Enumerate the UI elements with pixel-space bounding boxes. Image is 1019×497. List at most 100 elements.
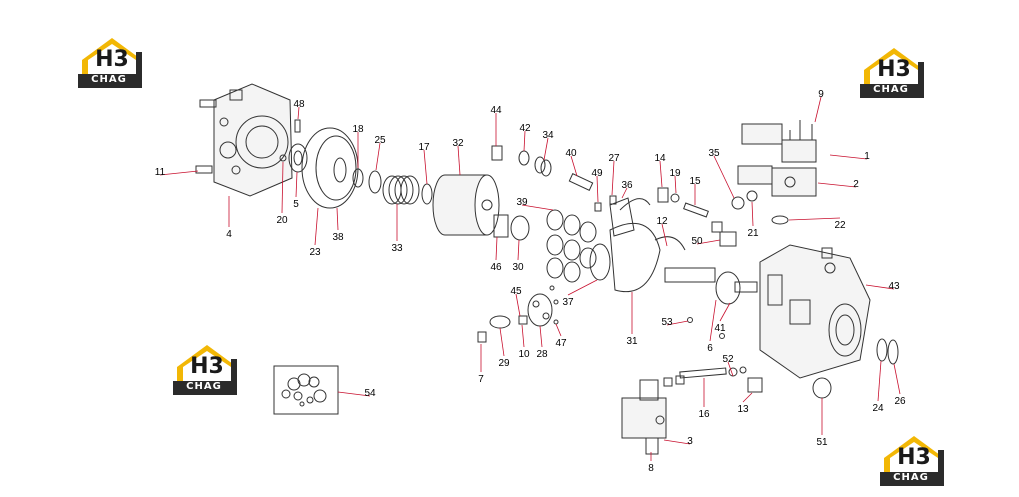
callout-leader-10 (521, 324, 525, 348)
callout-label-42: 42 (519, 123, 531, 134)
callout-label-20: 20 (276, 215, 288, 226)
callout-label-9: 9 (818, 89, 824, 100)
part-rear-cover (195, 83, 293, 197)
brand-logo-top-right: H3 CHAG (860, 44, 928, 100)
callout-leader-32 (457, 145, 461, 176)
callout-label-54: 54 (364, 388, 376, 399)
callout-leader-26 (893, 363, 901, 395)
callout-label-34: 34 (542, 130, 554, 141)
callout-label-53: 53 (661, 317, 673, 328)
callout-label-50: 50 (691, 236, 703, 247)
callout-label-32: 32 (452, 138, 464, 149)
callout-label-6: 6 (707, 343, 713, 354)
callout-leader-39 (521, 204, 554, 211)
callout-label-15: 15 (689, 176, 701, 187)
callout-leader-12 (661, 223, 668, 247)
callout-label-8: 8 (648, 463, 654, 474)
callout-label-16: 16 (698, 409, 710, 420)
callout-label-35: 35 (708, 148, 720, 159)
callout-leader-21 (751, 201, 754, 227)
callout-leader-6 (709, 299, 717, 342)
callout-leader-11 (159, 170, 199, 176)
callout-label-41: 41 (714, 323, 726, 334)
logo-house-icon (173, 345, 237, 395)
callout-label-30: 30 (512, 262, 524, 273)
callout-labels: 1234567891011121314151617181920212223242… (155, 89, 906, 474)
callout-leader-30 (517, 239, 520, 261)
callout-leader-49 (596, 175, 599, 203)
callout-label-7: 7 (478, 374, 484, 385)
callout-leader-13 (742, 392, 753, 403)
callout-leader-37 (567, 279, 598, 296)
logo-house-icon (860, 48, 924, 98)
logo-main-text: H3 (190, 354, 224, 379)
part-spring (382, 175, 420, 205)
callout-label-10: 10 (518, 349, 530, 360)
logo-sub-text: CHAG (186, 381, 222, 392)
callout-leader-23 (314, 207, 319, 246)
callout-leader-38 (336, 207, 339, 231)
callout-label-52: 52 (722, 354, 734, 365)
part-cylinder-block (432, 174, 500, 236)
part-port-plate (301, 127, 359, 209)
callout-label-19: 19 (669, 168, 681, 179)
callout-leader-1 (829, 154, 868, 160)
callout-label-14: 14 (654, 153, 666, 164)
callout-label-39: 39 (516, 197, 528, 208)
callout-label-12: 12 (656, 216, 668, 227)
callout-label-27: 27 (608, 153, 620, 164)
callout-label-47: 47 (555, 338, 567, 349)
callout-leader-5 (295, 171, 298, 198)
callout-leader-40 (570, 155, 578, 177)
part-control-valve-2 (737, 165, 817, 197)
callout-leader-41 (719, 302, 731, 322)
brand-logo-mid-left: H3 CHAG (173, 341, 241, 397)
callout-label-24: 24 (872, 403, 884, 414)
callout-label-18: 18 (352, 124, 364, 135)
callout-label-48: 48 (293, 99, 305, 110)
callout-leader-24 (877, 360, 882, 402)
callout-label-33: 33 (391, 243, 403, 254)
brand-logo-top-left: H3 CHAG (78, 34, 146, 90)
callout-label-37: 37 (562, 297, 574, 308)
callout-label-23: 23 (309, 247, 321, 258)
callout-label-44: 44 (490, 105, 502, 116)
logo-sub-text: CHAG (873, 84, 909, 95)
callout-label-51: 51 (816, 437, 828, 448)
logo-main-text: H3 (897, 445, 931, 470)
logo-sub-text: CHAG (91, 74, 127, 85)
callout-leader-22 (788, 217, 841, 221)
callout-leader-25 (375, 142, 381, 171)
callout-label-28: 28 (536, 349, 548, 360)
part-pin (294, 119, 301, 133)
logo-main-text: H3 (95, 47, 129, 72)
callout-label-31: 31 (626, 336, 638, 347)
callout-label-46: 46 (490, 262, 502, 273)
callout-leader-52 (727, 361, 734, 377)
callout-label-43: 43 (888, 281, 900, 292)
callout-label-29: 29 (498, 358, 510, 369)
callout-leader-27 (611, 160, 615, 196)
callout-label-45: 45 (510, 286, 522, 297)
callout-label-4: 4 (226, 229, 232, 240)
callout-leader-45 (515, 293, 521, 317)
brand-logo-bottom-right: H3 CHAG (880, 432, 948, 488)
callout-leader-54 (337, 391, 371, 397)
callout-leader-47 (555, 323, 562, 337)
callout-label-3: 3 (687, 436, 693, 447)
callout-leader-36 (621, 187, 628, 199)
callout-label-2: 2 (853, 179, 859, 190)
logo-sub-text: CHAG (893, 472, 929, 483)
part-bearing (288, 143, 308, 173)
callout-label-1: 1 (864, 151, 870, 162)
callout-leader-9 (814, 96, 822, 123)
callout-leader-42 (523, 130, 526, 152)
part-swash-plate (609, 222, 661, 292)
callout-label-38: 38 (332, 232, 344, 243)
callout-leader-28 (539, 325, 543, 348)
logo-house-icon (880, 436, 944, 486)
callout-label-17: 17 (418, 142, 430, 153)
callout-leader-48 (297, 106, 300, 120)
